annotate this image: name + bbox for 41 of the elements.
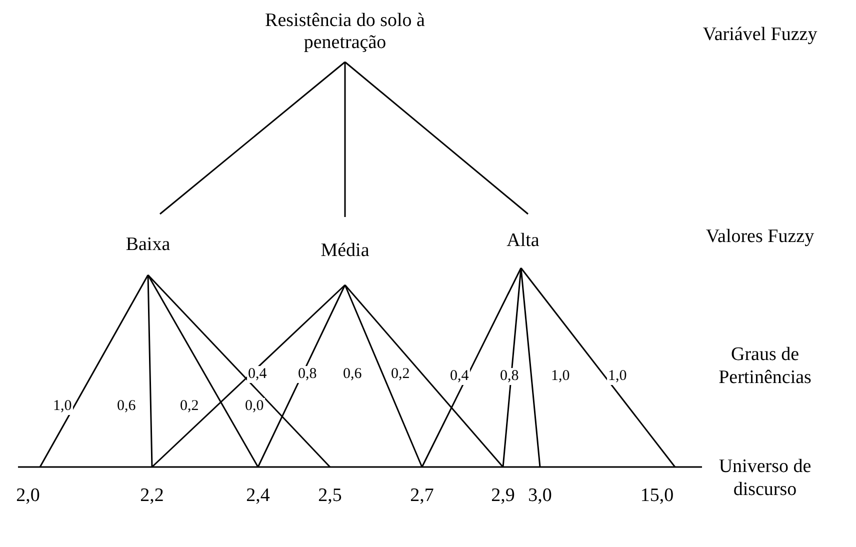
edge-label: 1,0: [52, 398, 73, 414]
connector-line: [520, 268, 541, 468]
connector-line: [147, 274, 153, 468]
axis-value: 2,0: [16, 485, 40, 507]
fuzzy-value: Baixa: [126, 234, 170, 256]
fuzzy-value: Alta: [506, 230, 540, 252]
edge-label: 0,8: [499, 368, 520, 384]
edge-label: 0,4: [449, 368, 470, 384]
axis-value: 15,0: [640, 485, 674, 507]
connector-line: [160, 61, 346, 215]
connector-line: [502, 268, 522, 468]
connector-line: [421, 268, 522, 468]
row-label: Graus de Pertinências: [718, 344, 812, 390]
edge-label: 0,0: [244, 398, 265, 414]
axis-value: 2,2: [140, 485, 164, 507]
connector-line: [344, 61, 528, 215]
connector-line: [520, 268, 676, 468]
row-label: Variável Fuzzy: [702, 24, 818, 47]
edge-label: 0,2: [179, 398, 200, 414]
axis-value: 2,4: [246, 485, 270, 507]
edge-label: 0,6: [342, 366, 363, 382]
connector-line: [147, 274, 259, 468]
fuzzy-value: Média: [320, 240, 370, 262]
edge-label: 1,0: [607, 368, 628, 384]
connector-line: [344, 284, 423, 468]
connector-line: [39, 274, 149, 468]
edge-label: 1,0: [550, 368, 571, 384]
variable-name: Resistência do solo à penetração: [265, 10, 425, 54]
edge-label: 0,8: [297, 366, 318, 382]
edge-label: 0,4: [247, 366, 268, 382]
axis-value: 2,5: [318, 485, 342, 507]
connector-line: [257, 284, 346, 468]
axis-value: 2,7: [410, 485, 434, 507]
connector-line: [344, 284, 504, 468]
axis-value: 2,9: [491, 485, 515, 507]
axis-value: 3,0: [528, 485, 552, 507]
connector-line: [344, 62, 346, 217]
row-label: Valores Fuzzy: [704, 226, 816, 249]
row-label: Universo de discurso: [718, 456, 812, 502]
edge-label: 0,6: [116, 398, 137, 414]
edge-label: 0,2: [390, 366, 411, 382]
